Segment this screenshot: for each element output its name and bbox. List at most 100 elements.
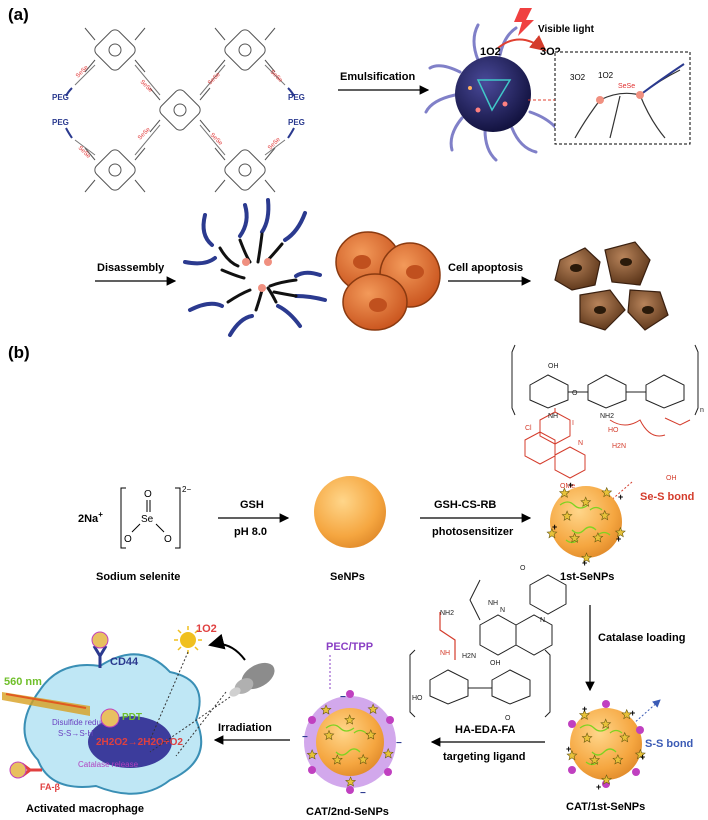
star-marker xyxy=(580,496,592,507)
star-marker xyxy=(601,774,613,785)
svg-text:O: O xyxy=(520,565,526,572)
svg-text:H2N: H2N xyxy=(462,653,476,660)
svg-text:OH: OH xyxy=(490,660,501,667)
svg-text:+: + xyxy=(596,782,601,792)
h2o2-reaction-label: 2H2O2→2H2O+O2 xyxy=(96,737,183,748)
star-marker xyxy=(634,748,646,760)
chitosan-structure xyxy=(511,344,699,416)
svg-text:+: + xyxy=(566,744,571,754)
porphyrin-unit xyxy=(149,87,211,133)
fa-beta-label: FA-β xyxy=(40,782,60,792)
cat-second-senps-stars xyxy=(306,703,394,787)
peg-labels: PEG PEG PEG PEG xyxy=(52,93,305,127)
apoptotic-cells xyxy=(554,241,669,331)
svg-text:−: − xyxy=(302,732,308,743)
photosensitizer-label: photosensitizer xyxy=(432,526,514,538)
porphyrin-unit xyxy=(214,27,276,73)
star-marker xyxy=(592,532,604,543)
se-s-bond-label: Se-S bond xyxy=(640,491,694,503)
svg-text:N: N xyxy=(500,607,505,614)
disulfide-reduction-label: Disulfide reduction xyxy=(52,718,118,727)
svg-text:HO: HO xyxy=(412,695,423,702)
catalase-loading-label: Catalase loading xyxy=(598,632,685,644)
first-senps-label: 1st-SeNPs xyxy=(560,571,614,583)
svg-text:Cl: Cl xyxy=(525,425,532,432)
svg-text:NH2: NH2 xyxy=(440,610,454,617)
inset-singlet-o2: 1O2 xyxy=(598,71,614,80)
fa-bound-np xyxy=(9,761,27,779)
peg-label: PEG xyxy=(288,93,305,102)
gsh-label: GSH xyxy=(240,499,264,511)
star-marker xyxy=(578,709,590,720)
cat-first-senps-charges: +++ ++ xyxy=(566,704,645,792)
star-marker xyxy=(612,754,624,765)
svg-text:−: − xyxy=(396,738,402,749)
svg-text:+: + xyxy=(582,704,587,714)
micelle-inset xyxy=(554,51,691,145)
svg-text:N: N xyxy=(578,440,583,447)
svg-text:+: + xyxy=(618,492,623,502)
svg-text:+: + xyxy=(552,522,557,532)
emulsification-label: Emulsification xyxy=(340,71,415,83)
catalase-release-label: Catalase release xyxy=(78,760,139,769)
svg-text:−: − xyxy=(340,692,346,703)
svg-text:O: O xyxy=(505,715,511,722)
star-marker xyxy=(621,708,633,720)
targeting-ligand-label: targeting ligand xyxy=(443,751,526,763)
folate-chem-labels: N O NH2 H2N NH NH N HO OH O xyxy=(412,565,545,722)
star-marker xyxy=(344,714,356,725)
selenite-bracket xyxy=(120,487,181,549)
singlet-o2-b-label: 1O2 xyxy=(196,623,217,635)
star-marker xyxy=(601,486,613,498)
cat-second-senps-charges: − − − − xyxy=(302,692,402,799)
disassembly-label: Disassembly xyxy=(97,262,165,274)
star-marker xyxy=(566,749,578,761)
apoptosis-label: Cell apoptosis xyxy=(448,262,523,274)
star-marker xyxy=(589,754,601,765)
peg-label: PEG xyxy=(52,118,69,127)
svg-text:−: − xyxy=(360,788,366,799)
senps-particle xyxy=(314,476,386,548)
sese-label: SeSe xyxy=(207,71,222,86)
svg-text:HO: HO xyxy=(608,427,619,434)
singlet-oxygen-icon xyxy=(180,632,196,648)
inset-sese: SeSe xyxy=(618,83,635,90)
reagent-prefix: 2Na+ xyxy=(78,510,103,525)
inset-triplet-o2: 3O2 xyxy=(570,73,586,82)
senps-label: SeNPs xyxy=(330,571,365,583)
svg-text:I: I xyxy=(572,420,574,427)
peg-label: PEG xyxy=(52,93,69,102)
irradiation-label: Irradiation xyxy=(218,722,272,734)
sese-label: SeSe xyxy=(77,145,92,160)
cat-first-senps-stars xyxy=(566,708,646,785)
svg-text:OMe: OMe xyxy=(560,483,575,490)
star-marker xyxy=(345,776,357,787)
micelle-core xyxy=(455,56,531,132)
star-marker xyxy=(320,704,332,715)
ph-label: pH 8.0 xyxy=(234,526,267,538)
peg-chains xyxy=(65,87,295,139)
star-marker xyxy=(614,526,626,538)
macrophage-label: Activated macrophage xyxy=(26,803,144,815)
ss-sh-label: S-S→S-H xyxy=(58,729,93,738)
chem-labels: OH O NH2 NH n Cl I N OMe HO H2N OH xyxy=(525,363,704,490)
visible-light-label: Visible light xyxy=(538,24,595,35)
svg-text:+: + xyxy=(568,480,573,490)
porphyrin-unit xyxy=(84,147,146,193)
light-probe-icon xyxy=(229,662,275,697)
star-marker xyxy=(331,754,343,765)
gsh-cs-rb-label: GSH-CS-RB xyxy=(434,499,496,511)
atom-o-right: O xyxy=(164,534,172,545)
star-marker xyxy=(365,729,377,740)
atom-o-left: O xyxy=(124,534,132,545)
star-marker xyxy=(546,527,558,539)
singlet-o2-label: 1O2 xyxy=(480,46,501,58)
star-marker xyxy=(581,732,593,743)
porphyrin-unit xyxy=(84,27,146,73)
selenite-charge: 2− xyxy=(182,485,191,494)
star-marker xyxy=(619,731,631,743)
cd44-receptor xyxy=(92,645,108,668)
bound-np xyxy=(91,631,109,649)
svg-text:N: N xyxy=(540,617,545,624)
